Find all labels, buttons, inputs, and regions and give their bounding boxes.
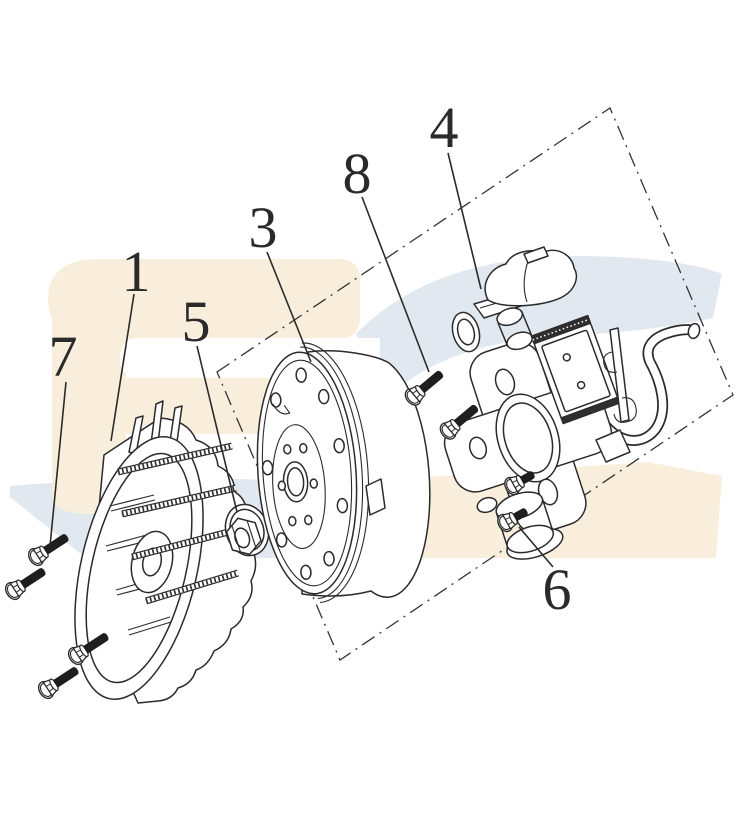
- flange-bolt: [34, 661, 84, 702]
- rotor-keyway-mark: [272, 403, 291, 415]
- wire-tip: [687, 322, 701, 340]
- rotor-cutout: [365, 478, 386, 516]
- coil-top-tab: [523, 246, 549, 264]
- callout-3-label: 3: [249, 195, 278, 260]
- callout-4-label: 4: [430, 95, 459, 160]
- flange-nut: [224, 503, 270, 557]
- rotor-hub-holes: [277, 442, 319, 527]
- leader-1: [110, 293, 135, 442]
- flywheel-fan: [74, 400, 257, 704]
- pickup-plate: [530, 314, 621, 425]
- callout-7-label: 7: [49, 324, 78, 389]
- callout-1-label: 1: [122, 239, 151, 304]
- watermark-blue-top: [356, 256, 722, 398]
- leader-6: [518, 526, 554, 568]
- leader-lines: [49, 152, 554, 568]
- coil-core: [496, 307, 533, 351]
- flywheel-rotor: [256, 342, 431, 603]
- leader-8: [361, 196, 430, 373]
- leader-3: [266, 251, 312, 363]
- callout-8-label: 8: [343, 141, 372, 206]
- flange-bolt: [24, 528, 74, 569]
- stator-wire: [594, 322, 701, 446]
- wire-clamp: [595, 429, 631, 463]
- ignition-coil: [484, 249, 578, 307]
- fan-hatched-rods: [117, 442, 241, 605]
- leader-5: [196, 345, 238, 513]
- flange-bolt: [1, 562, 51, 603]
- leader-7: [49, 381, 67, 547]
- stator-assembly: [443, 246, 701, 560]
- callout-5-label: 5: [182, 289, 211, 354]
- callout-labels: 1 3 4 5 6 7 8: [49, 95, 572, 622]
- callout-6-label: 6: [543, 557, 572, 622]
- leader-4: [447, 152, 482, 290]
- rotor-outer-holes: [261, 367, 349, 581]
- mounting-strap: [609, 327, 630, 423]
